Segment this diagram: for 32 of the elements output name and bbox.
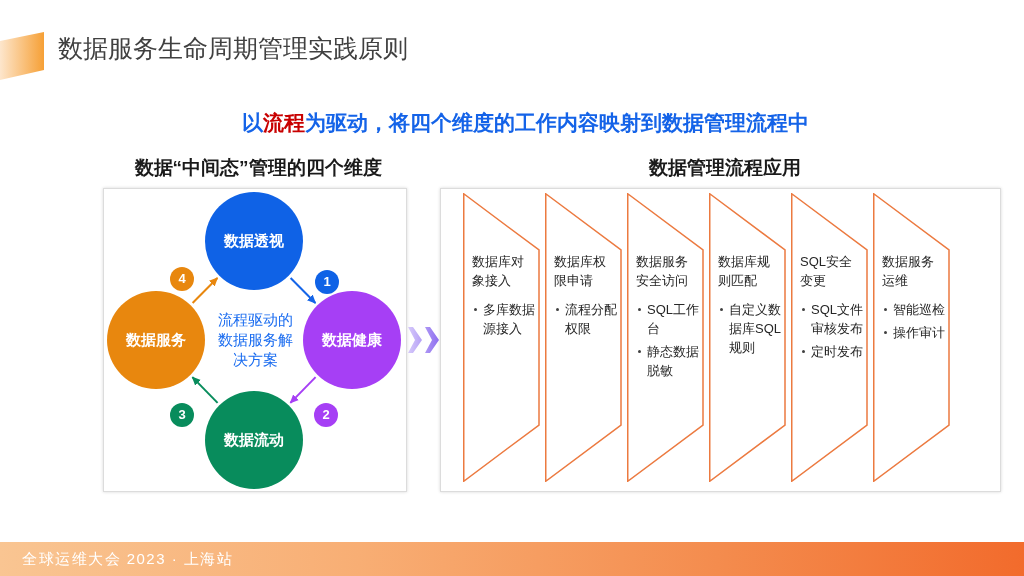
step-title: 数据库规则匹配 [718, 253, 771, 290]
bullet-text: 智能巡检 [893, 301, 946, 319]
bullet-text: SQL文件审核发布 [811, 301, 864, 338]
bullet-text: 流程分配权限 [565, 301, 618, 338]
subtitle: 以流程为驱动，将四个维度的工作内容映射到数据管理流程中 [241, 110, 809, 136]
step-box [873, 193, 950, 482]
panel-heading: 数据“中间态”管理的四个维度 [134, 156, 382, 180]
bullet-text: 操作审计 [893, 324, 946, 342]
center-caption: 流程驱动的数据服务解决方案 [216, 310, 294, 370]
panel-heading: 数据管理流程应用 [649, 156, 801, 180]
step-title: 数据服务运维 [882, 253, 935, 290]
arrow [289, 277, 317, 304]
footer-text: 全球运维大会 2023 · 上海站 [22, 549, 234, 569]
chevron-arrow [408, 327, 439, 353]
bullet-text: 多库数据源接入 [483, 301, 536, 338]
arrow [191, 376, 219, 404]
step-title: 数据库对象接入 [472, 253, 525, 290]
slide-title: 数据服务生命周期管理实践原则 [58, 33, 408, 64]
step-box [545, 193, 622, 482]
bullet-text: 静态数据脱敏 [647, 343, 700, 380]
bullet-text: SQL工作台 [647, 301, 700, 338]
step-box [791, 193, 868, 482]
step-title: 数据服务安全访问 [636, 253, 689, 290]
arrow [289, 376, 317, 404]
bullet-text: 定时发布 [811, 343, 864, 361]
bullet-text: 自定义数据库SQL规则 [729, 301, 782, 357]
step-title: SQL安全变更 [800, 253, 853, 290]
arrow [191, 277, 219, 304]
step-title: 数据库权限申请 [554, 253, 607, 290]
step-box [709, 193, 786, 482]
step-box [463, 193, 540, 482]
step-box [627, 193, 704, 482]
